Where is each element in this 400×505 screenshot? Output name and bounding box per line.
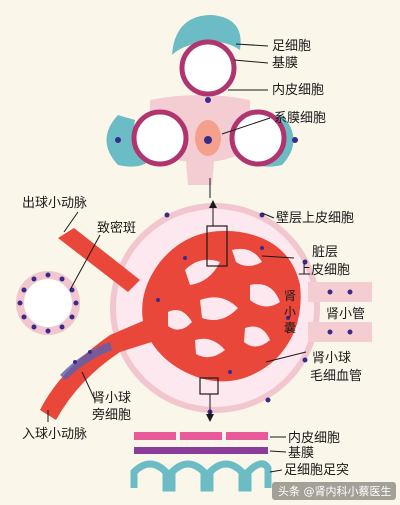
podocyte-top: [172, 15, 241, 55]
label-mesangial-cell: 系膜细胞: [274, 111, 326, 126]
label-capsule-1: 肾: [284, 289, 296, 303]
mesangial-nucleus: [204, 136, 212, 144]
capillary-cross-section: [106, 15, 298, 185]
label-juxta-2: 旁细胞: [92, 407, 131, 423]
label-efferent-arteriole: 出球小动脉: [22, 196, 87, 211]
label-renal-tubule: 肾小管: [326, 307, 365, 322]
label-podocyte: 足细胞: [272, 39, 311, 54]
watermark: 头条 @肾内科小蔡医生: [278, 484, 392, 498]
renal-tubule: [308, 282, 372, 342]
label-afferent-arteriole: 入球小动脉: [22, 427, 87, 442]
label-endothelial-cell: 内皮细胞: [272, 82, 324, 98]
inset-box-top: [206, 225, 228, 267]
label-glom-cap-2: 毛细血管: [310, 369, 362, 384]
juxtaglomerular-cells: [60, 342, 112, 380]
label-visceral-2: 上皮细胞: [298, 263, 350, 278]
macula-densa-tubule: [16, 271, 80, 335]
capillary-loop-right: [229, 109, 287, 167]
label-juxta-1: 肾小球: [92, 391, 131, 406]
label-capsule-2: 小: [284, 305, 296, 319]
label-macula-densa: 致密斑: [97, 220, 136, 236]
label-parietal-epithelium: 壁层上皮细胞: [276, 211, 354, 226]
efferent-arteriole: [58, 228, 140, 292]
afferent-arteriole: [40, 318, 158, 420]
foot-processes: [130, 460, 272, 492]
watermark-bg: [272, 482, 396, 500]
label-glom-cap-1: 肾小球: [312, 351, 351, 366]
label-bottom-basement: 基膜: [288, 446, 314, 461]
label-basement-membrane: 基膜: [272, 56, 298, 71]
capillary-loop-left: [131, 109, 189, 167]
renal-corpuscle: [110, 200, 320, 422]
inset-box-bottom: [199, 377, 219, 395]
label-visceral-1: 脏层: [312, 245, 338, 260]
mesangial-stalk: [185, 150, 215, 185]
label-capsule-3: 囊: [284, 320, 296, 335]
capillary-loop-top: [179, 39, 237, 97]
label-bottom-endothelial: 内皮细胞: [288, 430, 340, 446]
filtration-barrier: [130, 432, 287, 492]
label-bottom-foot: 足细胞足突: [284, 462, 349, 478]
